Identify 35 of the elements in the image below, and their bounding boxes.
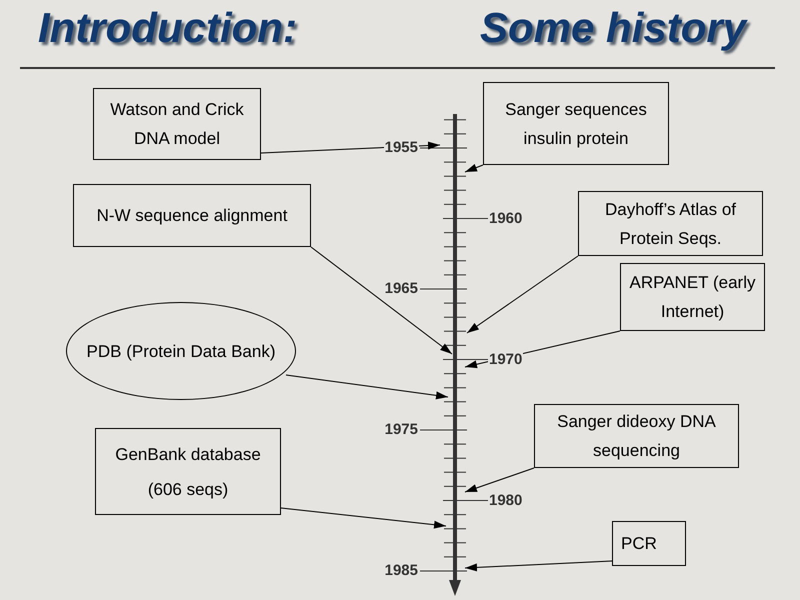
year-label: 1985 bbox=[384, 563, 419, 578]
event-box bbox=[73, 184, 311, 247]
event-text: N-W sequence alignment bbox=[96, 205, 288, 227]
arrow bbox=[464, 468, 534, 492]
arrow bbox=[310, 246, 452, 354]
event-text: PCR bbox=[621, 533, 657, 555]
arrow bbox=[280, 508, 446, 529]
event-box bbox=[93, 88, 261, 160]
slide-title: Some history bbox=[480, 3, 746, 53]
event-text: Watson and Crick DNA model bbox=[109, 99, 245, 150]
event-text: PDB (Protein Data Bank) bbox=[86, 340, 276, 362]
slide-title: Introduction: bbox=[38, 3, 297, 53]
arrow bbox=[466, 256, 578, 334]
event-text: Sanger sequences insulin protein bbox=[504, 98, 648, 150]
arrow bbox=[464, 164, 484, 172]
year-label: 1955 bbox=[384, 140, 419, 155]
year-label: 1970 bbox=[488, 352, 524, 366]
event-box bbox=[534, 404, 739, 468]
event-text: Dayhoff’s Atlas of Protein Seqs. bbox=[604, 198, 738, 250]
event-text: Sanger dideoxy DNA sequencing bbox=[556, 411, 717, 462]
event-text: ARPANET (early Internet) bbox=[629, 272, 756, 323]
year-label: 1975 bbox=[384, 422, 419, 437]
year-label: 1965 bbox=[384, 281, 419, 296]
event-box bbox=[612, 521, 686, 566]
event-box bbox=[620, 263, 765, 331]
year-label: 1980 bbox=[488, 492, 524, 508]
event-box bbox=[483, 82, 669, 165]
arrow bbox=[464, 560, 612, 572]
event-text: (606 seqs) bbox=[148, 478, 228, 500]
event-text: GenBank database bbox=[115, 444, 261, 466]
event-ellipse bbox=[66, 302, 296, 400]
arrow bbox=[286, 374, 448, 400]
event-box bbox=[578, 191, 763, 256]
event-box bbox=[95, 428, 281, 515]
year-label: 1960 bbox=[488, 210, 524, 226]
